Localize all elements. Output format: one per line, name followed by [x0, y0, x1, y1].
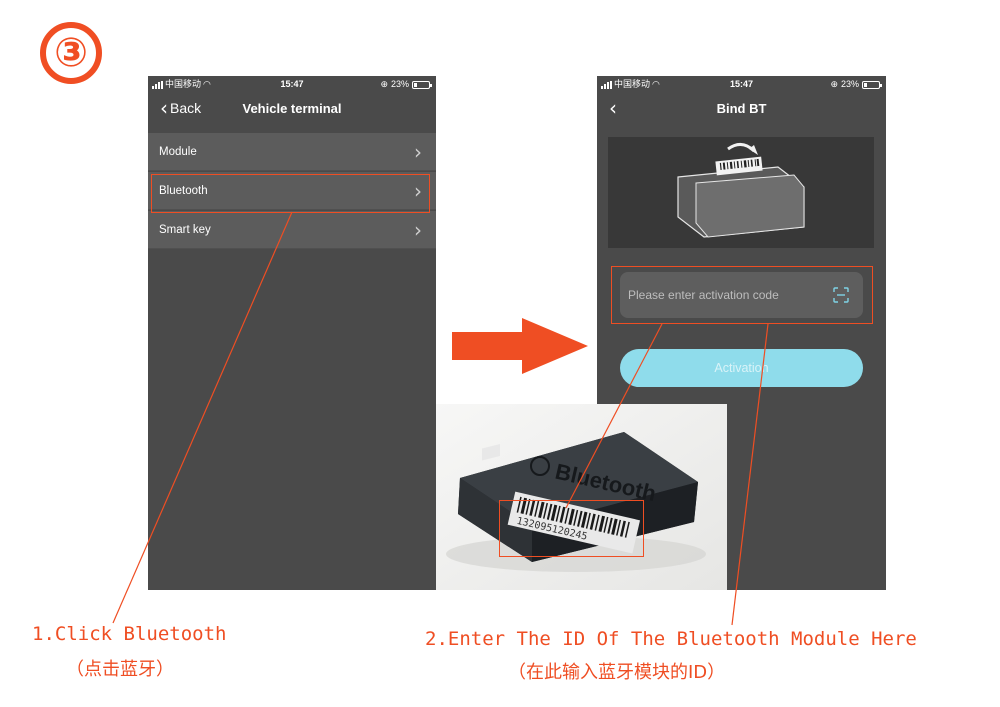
bluetooth-module-illustration	[677, 143, 805, 238]
menu-item-bluetooth[interactable]: Bluetooth ›	[148, 172, 436, 210]
scan-icon[interactable]	[833, 287, 849, 303]
wifi-icon: ◠	[652, 79, 660, 89]
chevron-left-icon: ‹	[609, 96, 617, 120]
bluetooth-module-photo: Bluetooth 132095120245	[436, 404, 727, 590]
phone-screen-vehicle-terminal: 中国移动 ◠ 15:47 ⊕ 23% ‹ Back Vehicle termin…	[148, 76, 436, 590]
rotation-lock-icon: ⊕	[380, 79, 388, 89]
nav-bar: ‹ Bind BT	[597, 93, 886, 125]
wifi-icon: ◠	[203, 79, 211, 89]
page-title: Bind BT	[716, 101, 767, 116]
signal-icon	[601, 80, 612, 89]
menu-item-label: Bluetooth	[159, 185, 208, 197]
battery-percent: 23%	[840, 79, 859, 89]
back-label: Back	[170, 100, 202, 116]
caption-step2: 2.Enter The ID Of The Bluetooth Module H…	[425, 628, 917, 650]
status-time: 15:47	[729, 79, 754, 89]
carrier-label: 中国移动	[614, 79, 651, 89]
step-number-badge: ③	[40, 22, 102, 84]
bluetooth-module-image: Bluetooth 132095120245	[436, 404, 727, 590]
highlight-module-id	[499, 500, 644, 557]
chevron-right-icon: ›	[414, 218, 422, 242]
menu-item-label: Smart key	[159, 224, 211, 236]
battery-icon	[412, 80, 432, 89]
status-bar: 中国移动 ◠ 15:47 ⊕ 23%	[597, 76, 886, 93]
back-button[interactable]: ‹ Back	[160, 98, 201, 118]
activation-code-placeholder: Please enter activation code	[628, 288, 779, 302]
nav-bar: ‹ Back Vehicle terminal	[148, 93, 436, 125]
status-bar: 中国移动 ◠ 15:47 ⊕ 23%	[148, 76, 436, 93]
highlight-activation-input	[611, 266, 873, 324]
menu-item-smart-key[interactable]: Smart key ›	[148, 211, 436, 249]
caption-step2-sub: （在此输入蓝牙模块的ID）	[508, 662, 726, 683]
carrier-label: 中国移动	[165, 79, 202, 89]
highlight-bluetooth-item	[151, 174, 430, 213]
activation-code-input[interactable]: Please enter activation code	[620, 272, 863, 318]
signal-icon	[152, 80, 163, 89]
caption-step1-sub: （点击蓝牙）	[66, 659, 174, 680]
activation-button[interactable]: Activation	[620, 349, 863, 387]
chevron-left-icon: ‹	[160, 96, 168, 120]
back-button[interactable]: ‹	[609, 98, 619, 118]
chevron-right-icon: ›	[414, 140, 422, 164]
menu-item-module[interactable]: Module ›	[148, 133, 436, 171]
arrow-right-icon	[452, 318, 588, 374]
status-time: 15:47	[280, 79, 304, 89]
rotation-lock-icon: ⊕	[830, 79, 838, 89]
device-illustration-panel	[608, 137, 874, 248]
page-title: Vehicle terminal	[242, 101, 342, 116]
battery-percent: 23%	[390, 79, 409, 89]
battery-icon	[862, 80, 882, 89]
menu-item-label: Module	[159, 146, 197, 158]
caption-step1: 1.Click Bluetooth	[32, 623, 227, 645]
chevron-right-icon: ›	[414, 179, 422, 203]
